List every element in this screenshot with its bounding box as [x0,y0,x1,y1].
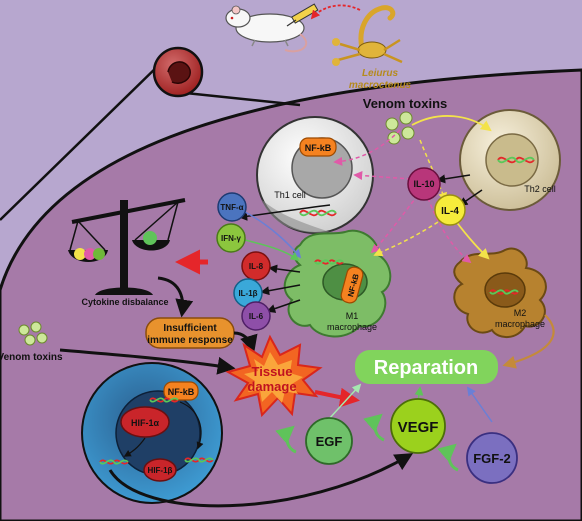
tissue-damage-line1: Tissue [252,364,293,379]
il8-label: IL-8 [249,262,264,271]
scorpion-genus: Leiurus [362,68,399,79]
arrow-th2-to-il10 [436,174,471,184]
venom-particles-left [18,321,48,346]
arrow-m2-to-reparation [502,314,555,369]
fgf2-molecule: FGF-2 [466,432,518,484]
arrow-il10-to-m1 [370,194,419,254]
cytokine-il10: IL-10 [407,167,441,201]
insufficient-line1: Insufficient [163,323,217,334]
scorpion-icon [332,5,403,66]
egf-molecule: EGF [305,417,353,465]
insufficient-line2: immune response [147,335,233,346]
cytokine-il8: IL-8 [241,251,271,281]
reparation-box [355,350,498,384]
tissue-detail [167,61,191,84]
dna-icon [299,156,535,295]
arrow-venom-to-damage [59,348,236,375]
arrow-damage-red [314,387,360,408]
balance-scale-icon [68,198,186,295]
arrow-m1-to-il1b [260,284,301,296]
increase-arrow-fgf2 [437,443,459,472]
scorpion-species: macroctenus [349,80,412,91]
reparation-label: Reparation [374,357,478,379]
m2-label-line2: macrophage [495,319,545,329]
th2-cell-label: Th2 cell [524,184,556,194]
m1-label-line2: macrophage [327,322,377,332]
syringe-icon [286,3,319,27]
arrow-m1-to-il8 [268,264,301,274]
cytokine-ifn: IFN-γ [216,223,246,253]
il1b-label: IL-1β [238,289,257,298]
m1-label-line1: M1 [346,311,359,321]
hif1b-label: HIF-1β [148,466,173,475]
ifn-label: IFN-γ [221,234,242,243]
egf-label: EGF [316,434,343,449]
arrow-hif-to-dna [123,437,146,457]
hif1a-molecule: HIF-1α [120,406,170,438]
arrow-nfkb-to-dna [179,401,204,450]
hif1a-label: HIF-1α [131,418,160,428]
th2-nucleus [485,133,539,187]
arrow-venom-to-th2 [411,115,492,132]
nfkb-th1-label: NF-kB [305,143,332,153]
tissue-damage-line2: damage [247,379,296,394]
th1-cell-label: Th1 cell [274,190,306,200]
increase-arrow-egf [275,425,297,454]
zoom-line-left [0,61,163,221]
arrow-hif-to-vegf [108,453,414,508]
nfkb-bottom-badge: NF-kB [163,381,199,401]
venom-particles-top [385,111,415,145]
cytokine-il6: IL-6 [241,301,271,331]
nfkb-m1-badge: NF-kB [340,266,364,304]
dna-icon-bottom [99,397,214,465]
fgf2-label: FGF-2 [473,451,511,466]
m2-label-line1: M2 [514,308,527,318]
arrow-m1-to-il6 [266,299,301,313]
venom-toxins-left-label: Venom toxins [0,352,63,363]
il10-label: IL-10 [413,179,434,189]
nfkb-bottom-label: NF-kB [168,387,195,397]
arrow-il4-to-m2 [454,219,490,260]
arrow-venom-to-th1 [333,129,401,166]
arrow-fgf2-to-reparation [466,386,493,423]
arrow-il10-to-m2 [427,197,472,264]
mouse-icon [225,5,308,53]
cytokine-il4: IL-4 [434,194,466,226]
il6-label: IL-6 [249,312,264,321]
arrow-insufficient-to-damage [233,331,258,354]
tnf-label: TNF-α [220,203,243,212]
venom-toxins-top-label: Venom toxins [363,96,448,111]
arrow-disbalance-to-insufficient [157,276,194,318]
cytokine-tnf: TNF-α [217,192,247,222]
arrow-egf-to-reparation [327,383,362,421]
nfkb-th1-badge [299,137,337,157]
hif1b-molecule: HIF-1β [143,458,177,482]
arrow-ifn-to-m1 [244,239,300,262]
vegf-molecule: VEGF [390,398,446,454]
zoom-line-right [175,90,301,107]
il4-label: IL-4 [441,206,459,217]
injection-arrow [310,4,361,20]
arrow-il10-inhibits-th1 [353,171,426,181]
arrow-th1-to-tnf [238,204,331,221]
cytokine-disbalance-label: Cytokine disbalance [81,297,168,307]
vegf-label: VEGF [398,419,439,436]
increase-arrow-vegf [363,413,385,442]
arrow-il4-to-m1 [373,221,439,257]
